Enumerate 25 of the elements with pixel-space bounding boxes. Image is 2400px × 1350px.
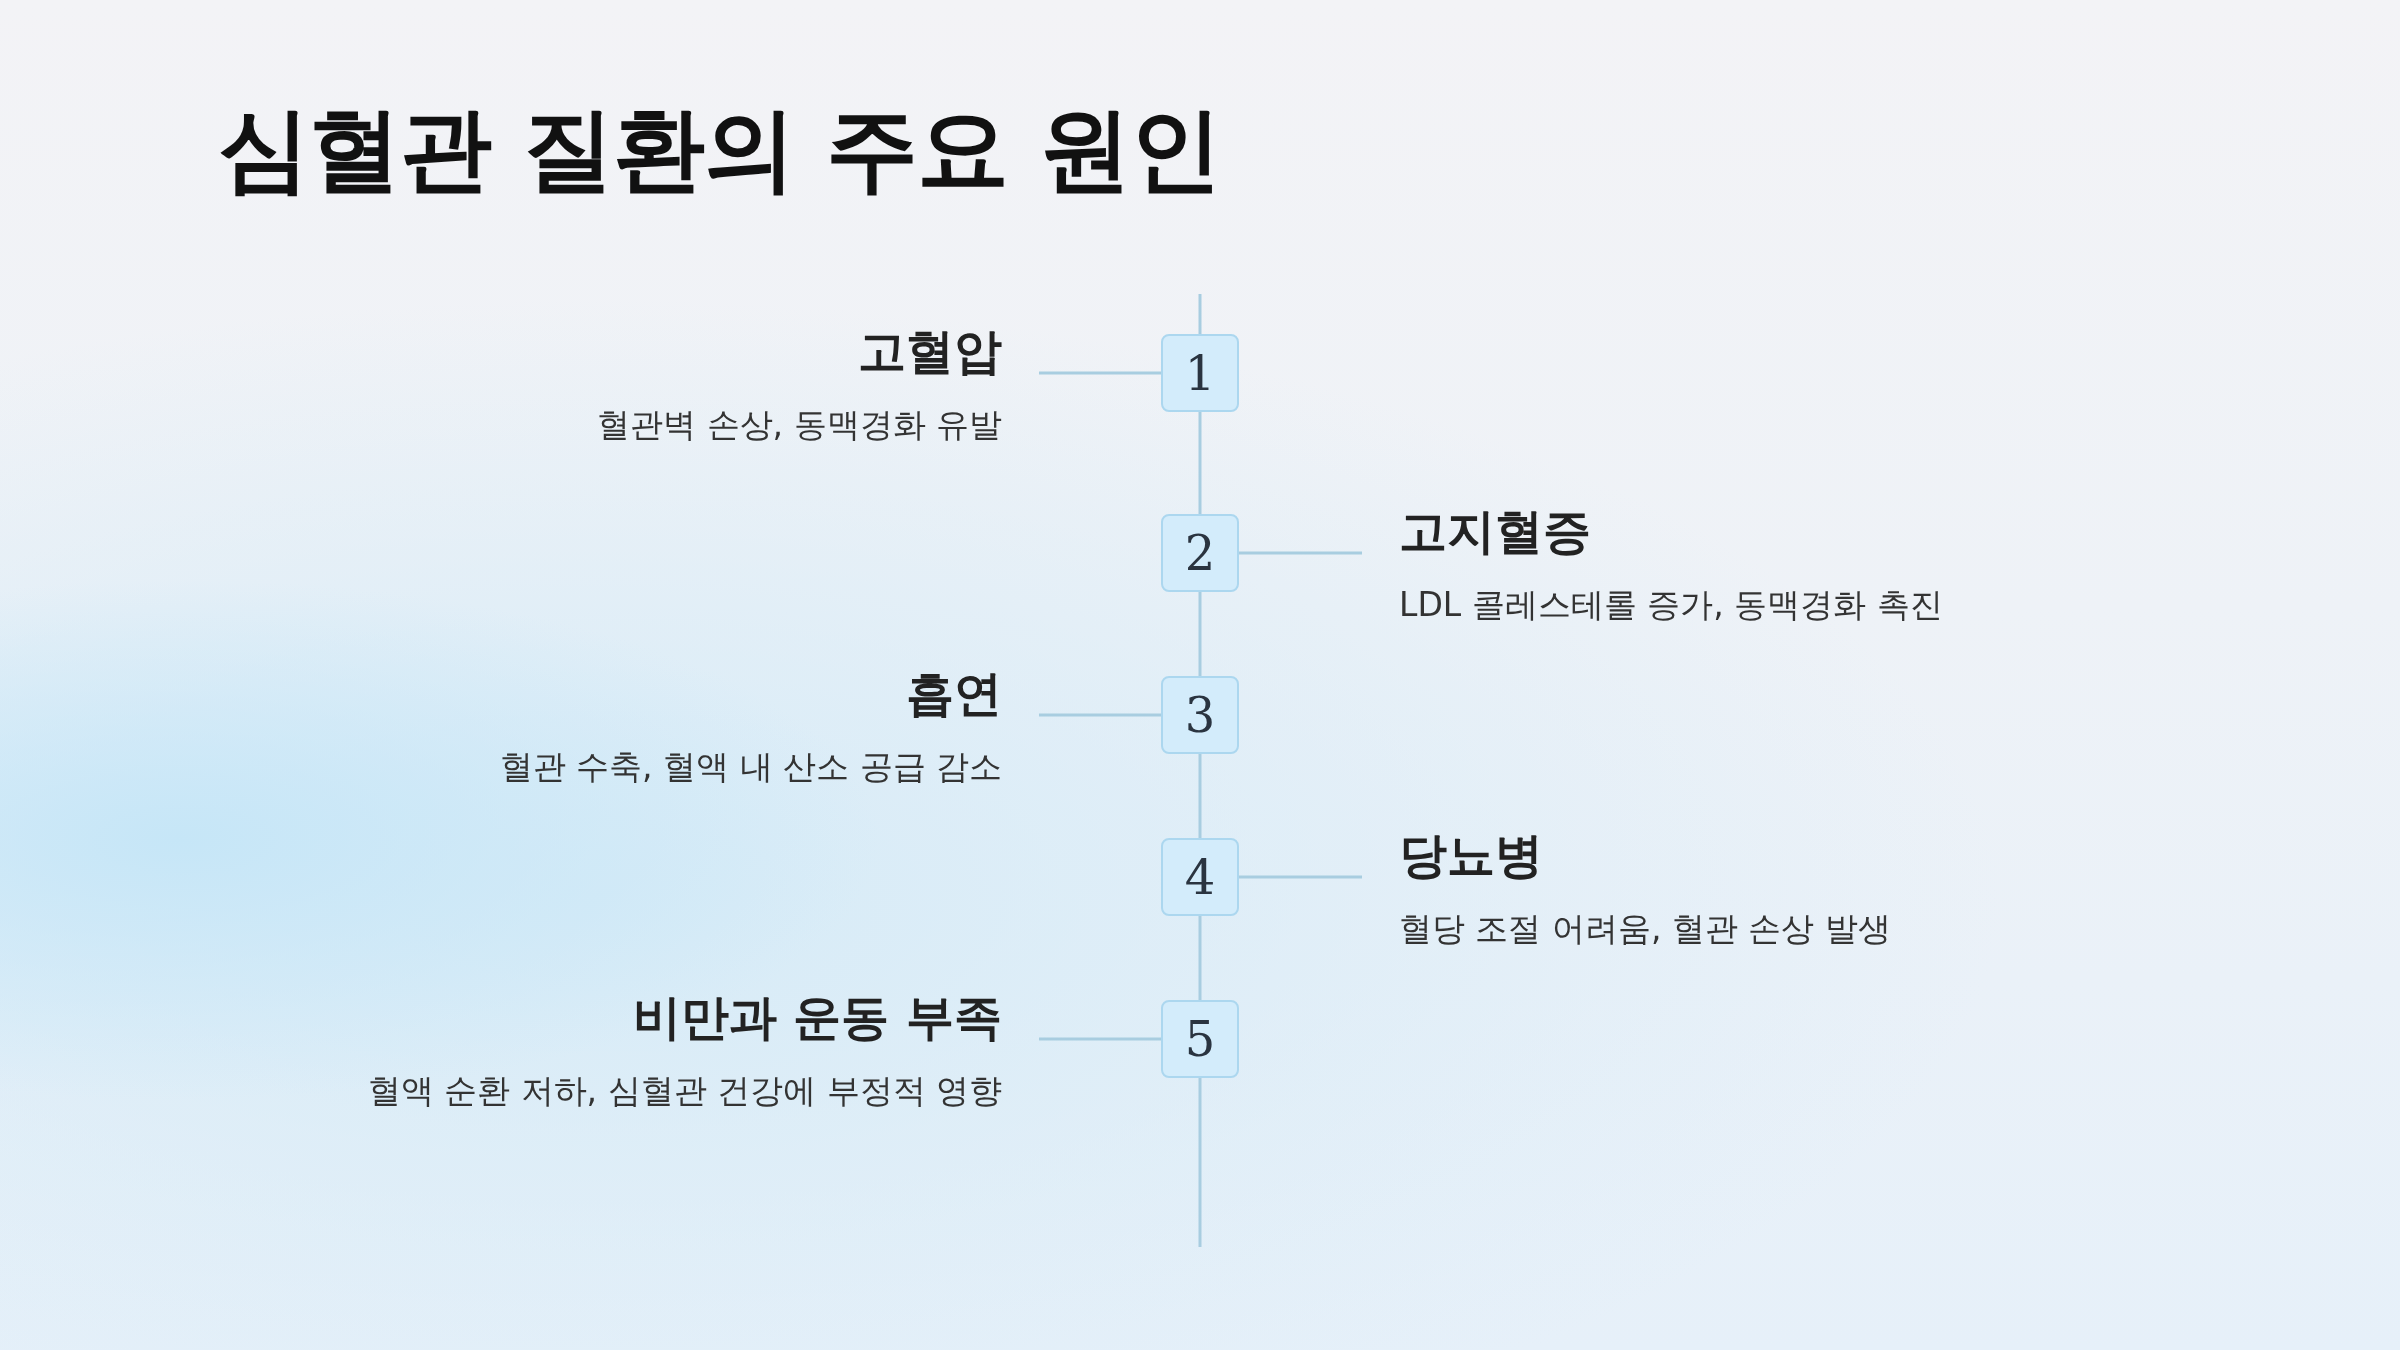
connector-line <box>1239 875 1362 879</box>
connector-line <box>1239 551 1362 555</box>
connector-line <box>1198 754 1202 838</box>
connector-line <box>1039 713 1161 717</box>
cause-heading: 비만과 운동 부족 <box>632 988 1002 1047</box>
number-badge: 2 <box>1161 514 1239 592</box>
cause-description: 혈당 조절 어려움, 혈관 손상 발생 <box>1399 908 1891 950</box>
cause-heading: 당뇨병 <box>1399 826 1543 885</box>
connector-line <box>1198 916 1202 1000</box>
title: 심혈관 질환의 주요 원인 <box>218 95 1222 205</box>
number-badge: 4 <box>1161 838 1239 916</box>
cause-heading: 고지혈증 <box>1399 502 1591 561</box>
cause-heading: 고혈압 <box>858 322 1002 381</box>
cause-description: 혈액 순환 저하, 심혈관 건강에 부정적 영향 <box>367 1070 1002 1112</box>
connector-line <box>1039 1037 1161 1041</box>
connector-line <box>1039 371 1161 375</box>
cause-description: 혈관 수축, 혈액 내 산소 공급 감소 <box>499 746 1002 788</box>
number-badge: 3 <box>1161 676 1239 754</box>
connector-line <box>1198 412 1202 514</box>
connector-line <box>1198 592 1202 676</box>
number-badge: 1 <box>1161 334 1239 412</box>
cause-description: 혈관벽 손상, 동맥경화 유발 <box>597 404 1002 446</box>
number-badge: 5 <box>1161 1000 1239 1078</box>
cause-heading: 흡연 <box>906 664 1002 723</box>
cause-description: LDL 콜레스테롤 증가, 동맥경화 촉진 <box>1399 584 1943 626</box>
